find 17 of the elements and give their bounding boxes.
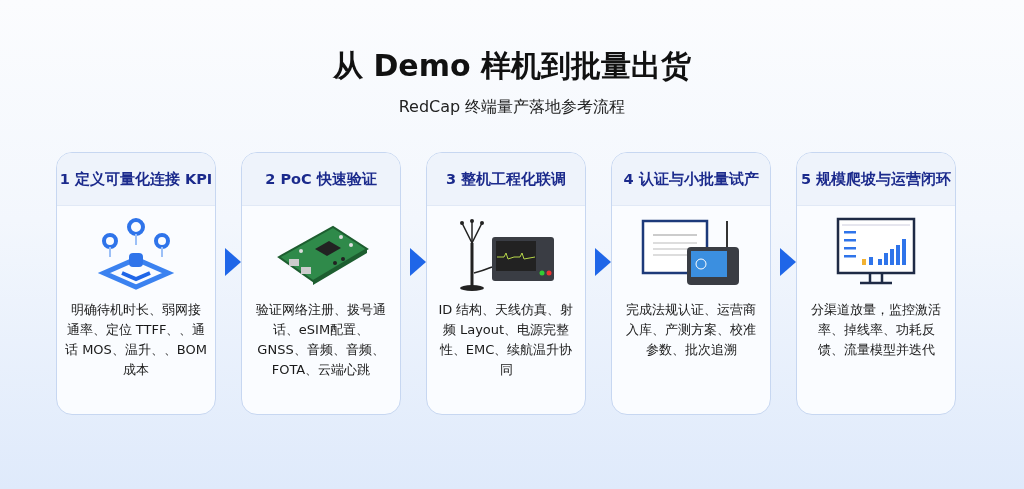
step-card: [426, 152, 586, 415]
step-card: [241, 152, 401, 415]
step-heading: 3 整机工程化联调: [445, 170, 567, 189]
title: 从 Demo 样机到批量出货: [333, 47, 691, 85]
step-heading: 4 认证与小批量试产: [623, 170, 759, 189]
step-card: [611, 152, 771, 415]
step-description: ID 结构、天线仿真、射频 Layout、电源完整性、EMC、续航温升协同: [437, 301, 575, 379]
step-heading: 2 PoC 快速验证: [265, 170, 377, 189]
step-description: 完成法规认证、运营商入库、产测方案、校准参数、批次追溯: [625, 301, 757, 359]
step-card: [796, 152, 956, 415]
step-card: [56, 152, 216, 415]
step-heading: 1 定义可量化连接 KPI: [59, 170, 213, 189]
step-description: 验证网络注册、拨号通话、eSIM配置、GNSS、音频、音频、FOTA、云端心跳: [255, 301, 387, 379]
step-description: 分渠道放量，监控激活率、掉线率、功耗反馈、流量模型并迭代: [810, 301, 942, 359]
subtitle: RedCap 终端量产落地参考流程: [398, 97, 626, 118]
step-description: 明确待机时长、弱网接通率、定位 TTFF、、通话 MOS、温升、、BOM成本: [65, 301, 207, 379]
step-heading: 5 规模爬坡与运营闭环: [800, 170, 952, 189]
